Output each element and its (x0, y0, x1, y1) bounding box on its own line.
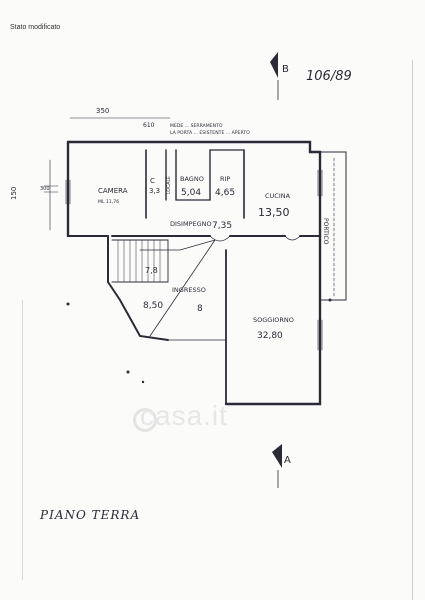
room-ingresso-area: 8,50 (143, 301, 163, 311)
stairs-arrow (139, 239, 216, 251)
floor-label: PIANO TERRA (40, 508, 141, 522)
room-bagno-name: BAGNO (180, 175, 204, 183)
note-line-2: LA PORTA ... ESISTENTE ... APERTO (170, 130, 250, 136)
wall-ingresso-diagonal (107, 281, 169, 341)
room-cucina-name: CUCINA (265, 192, 291, 200)
room-rip-area: 4,65 (215, 188, 235, 198)
room-bagno-area: 5,04 (181, 188, 201, 198)
survey-mark-3 (328, 298, 332, 302)
door-arc-1 (284, 235, 301, 241)
room-c-sub: LOCALE (166, 176, 172, 194)
left-edge-line (22, 300, 23, 580)
section-arrow-a (272, 444, 282, 468)
sheet-ref: 106/89 (306, 69, 352, 84)
note-line-1: MEDE ... SERRAMENTO (170, 123, 223, 129)
portico-outline (319, 151, 347, 301)
room-c-area: 3,3 (149, 187, 160, 195)
room-portico-name: PORTICO (322, 218, 329, 245)
window-cucina (317, 169, 323, 197)
status-label: Stato modificato (10, 24, 61, 31)
room-soggiorno-area: 32,80 (257, 331, 283, 341)
watermark-logo (133, 408, 157, 432)
room-camera-name: CAMERA (98, 187, 128, 195)
dimension-left-ticks (43, 185, 59, 193)
dimension-top-label: 350 (96, 107, 109, 115)
section-b-label: B (282, 64, 289, 75)
outer-wall-top (66, 140, 322, 238)
room-disimpegno-name: DISIMPEGNO (170, 220, 212, 228)
right-edge-line (412, 60, 413, 600)
room-soggiorno-name: SOGGIORNO (253, 316, 294, 324)
stairs-steps (117, 239, 161, 283)
section-arrow-b (270, 52, 278, 78)
room-cucina-area: 13,50 (258, 206, 290, 219)
room-ingresso-extra: 8 (197, 304, 203, 314)
survey-mark-2 (126, 370, 130, 374)
dimension-left-inner: 300 (40, 186, 50, 192)
door-arc-2 (209, 235, 231, 242)
stairs-diagonal (149, 239, 216, 337)
stairs-outline (111, 239, 169, 283)
room-c-name: C (150, 177, 155, 185)
dimension-top-label-2: 610 (143, 122, 155, 129)
dimension-left-label: 150 (10, 187, 18, 200)
window-camera (65, 179, 71, 205)
outer-wall-right-lower (224, 234, 322, 406)
room-ingresso-name: INGRESSO (172, 286, 206, 294)
room-rip-name: RIP (220, 175, 230, 183)
window-soggiorno (317, 319, 323, 351)
watermark-text: casa.it (140, 400, 228, 431)
section-a-label: A (284, 455, 291, 466)
room-disimpegno-area: 7,35 (212, 221, 232, 231)
stairs-label: 7,8 (145, 266, 158, 275)
room-camera-sub: ML 11,76 (98, 199, 119, 205)
survey-mark-1 (66, 302, 70, 306)
survey-mark-4 (141, 380, 145, 384)
